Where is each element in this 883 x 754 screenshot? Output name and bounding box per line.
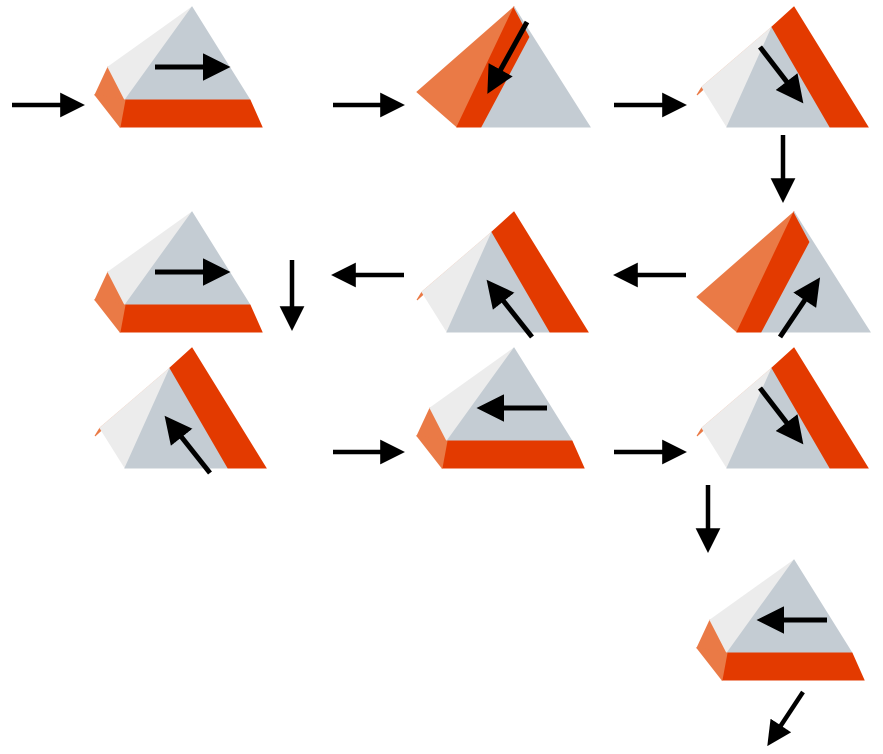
pyramid-piece-2 bbox=[416, 5, 591, 128]
pyramid-face bbox=[119, 304, 263, 333]
flow-arrow-down-left-icon bbox=[767, 690, 805, 747]
rotation-arrow-icon bbox=[777, 277, 821, 339]
pyramid-face bbox=[93, 94, 126, 129]
rotation-arrow-icon bbox=[164, 415, 212, 475]
pyramid-piece-9 bbox=[696, 347, 869, 470]
pyramid-face bbox=[793, 211, 871, 333]
pyramid-face bbox=[415, 435, 448, 470]
pyramid-face bbox=[771, 6, 869, 128]
pyramid-piece-6 bbox=[93, 211, 263, 334]
rotation-arrow-icon bbox=[758, 45, 804, 104]
pyramid-face bbox=[771, 347, 869, 469]
pyramid-piece-7 bbox=[94, 347, 267, 475]
pyramid-face bbox=[441, 440, 585, 469]
pyramid-piece-5 bbox=[416, 211, 589, 339]
pyramid-face bbox=[93, 299, 126, 334]
pyramid-face bbox=[119, 99, 263, 128]
pyramid-piece-10 bbox=[695, 559, 865, 682]
rotation-arrow-icon bbox=[758, 386, 804, 445]
pyramid-piece-8 bbox=[415, 347, 585, 470]
pyramid-piece-3 bbox=[696, 6, 869, 129]
pyramid-face bbox=[721, 652, 865, 681]
pyramid-face bbox=[169, 347, 267, 469]
rotation-arrow-icon bbox=[487, 20, 530, 94]
pyramid-face bbox=[513, 6, 591, 128]
pyramid-face bbox=[695, 647, 728, 682]
pyramid-piece-4 bbox=[696, 210, 871, 339]
pieces-layer bbox=[93, 5, 871, 682]
flow-arrows-layer bbox=[12, 92, 805, 747]
pyramid-face bbox=[491, 211, 589, 333]
rotation-arrow-icon bbox=[486, 279, 534, 339]
pyramid-piece-1 bbox=[93, 6, 263, 129]
